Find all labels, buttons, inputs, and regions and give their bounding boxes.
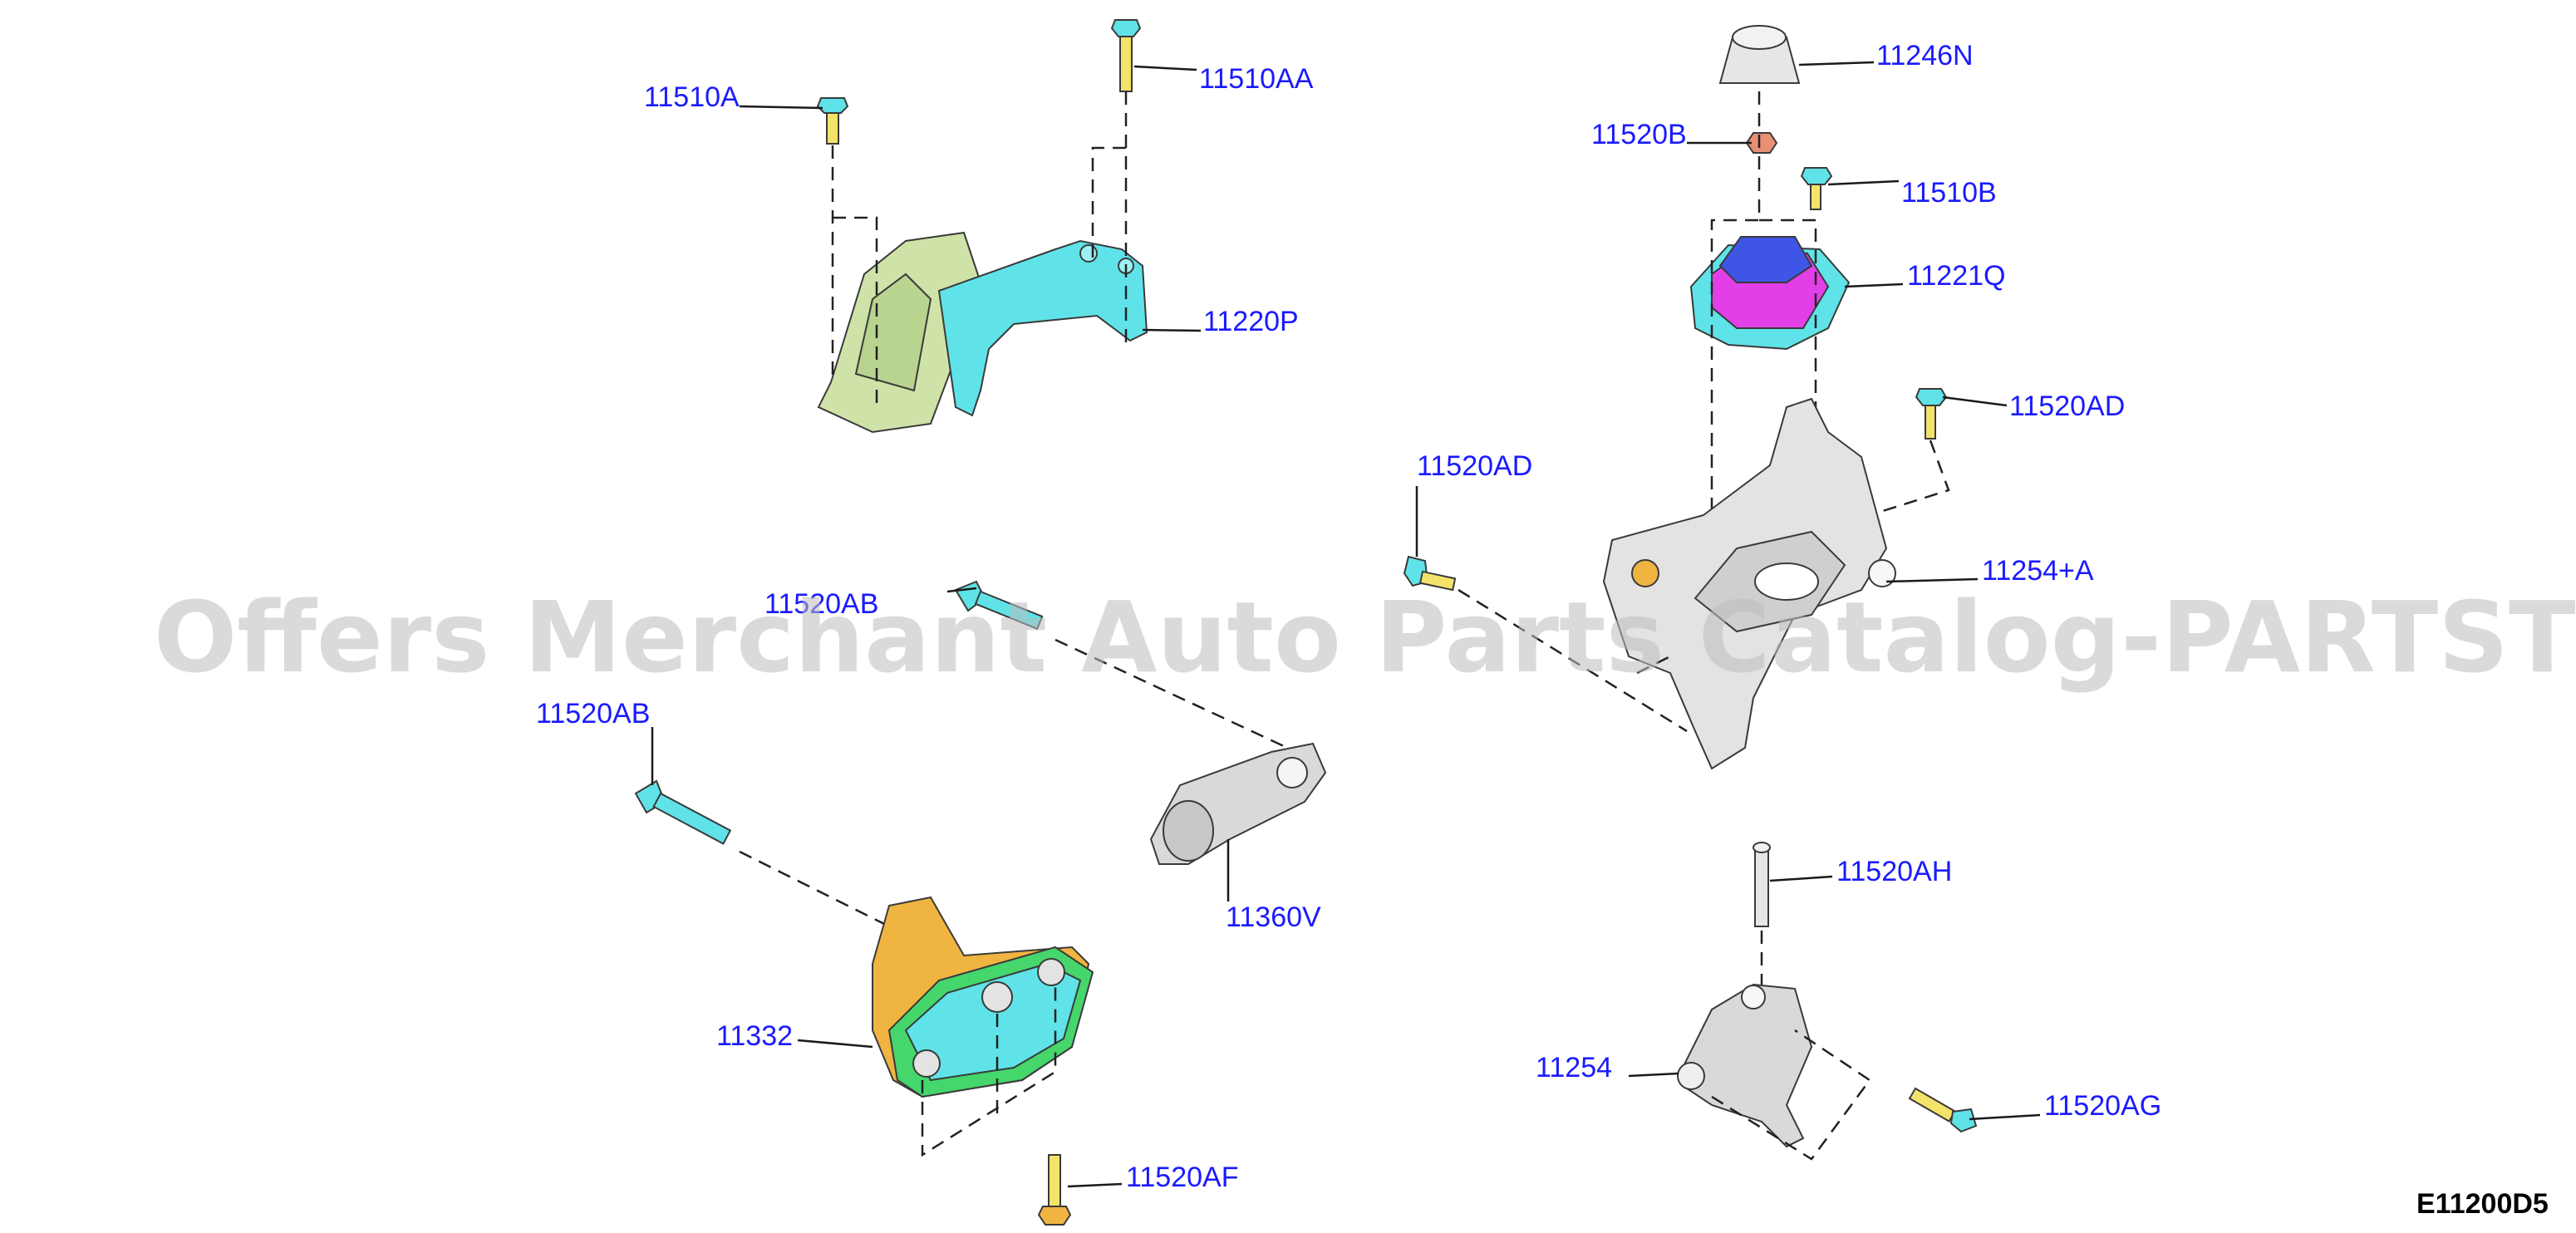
leader-dash-11221Q-b <box>1759 219 1817 515</box>
callout-11520AD-right[interactable]: 11520AD <box>2009 391 2125 422</box>
watermark-text: Offers Merchant Auto Parts Catalog-PARTS… <box>154 580 2576 695</box>
leader-dash-11520AB-upper <box>1054 638 1297 754</box>
leader-dash-bracket <box>1636 655 1671 675</box>
leader-dash-11510AA-b <box>1091 146 1126 258</box>
leader-dash-11520AD-left <box>1458 588 1688 733</box>
callout-11510AA[interactable]: 11510AA <box>1199 63 1314 95</box>
bolt-11520AG[interactable] <box>1908 1087 1978 1133</box>
mount-11221Q[interactable] <box>1689 236 1851 351</box>
callout-11221Q[interactable]: 11221Q <box>1907 260 2005 292</box>
bolt-11520AB-lower[interactable] <box>634 779 732 845</box>
callout-11360V[interactable]: 11360V <box>1226 901 1321 933</box>
callout-11520AG[interactable]: 11520AG <box>2044 1090 2161 1122</box>
bolt-11510B[interactable] <box>1800 167 1833 210</box>
bolt-11520AF[interactable] <box>1037 1154 1072 1226</box>
callout-11520AB-lower[interactable]: 11520AB <box>536 698 650 729</box>
bolt-11520AD-left[interactable] <box>1403 555 1457 592</box>
callout-11510A[interactable]: 11510A <box>644 81 740 113</box>
bolt-11510AA[interactable] <box>1110 19 1142 92</box>
callout-11254[interactable]: 11254 <box>1536 1052 1612 1083</box>
callout-11254A[interactable]: 11254+A <box>1982 555 2094 587</box>
callout-11520AF[interactable]: 11520AF <box>1126 1162 1238 1193</box>
bracket-11254A[interactable] <box>1602 397 1896 770</box>
leader-dash-11520AD-right <box>1869 440 1950 517</box>
mount-bracket-green-11220[interactable] <box>817 231 982 434</box>
bolt-11510A[interactable] <box>816 97 849 145</box>
torque-rod-11360V[interactable] <box>1149 742 1327 865</box>
stud-11520AH[interactable] <box>1753 842 1771 927</box>
bolt-11520AD-right[interactable] <box>1915 388 1948 440</box>
cap-11246N[interactable] <box>1718 25 1801 84</box>
leader-dash-11332 <box>921 980 1057 1157</box>
leader-dash-11520AB-lower <box>739 850 898 932</box>
leader-dash-11254 <box>1711 1029 1871 1161</box>
callout-11520AB-upper[interactable]: 11520AB <box>764 588 878 620</box>
callout-11520B[interactable]: 11520B <box>1591 119 1687 150</box>
mount-11332[interactable] <box>872 896 1094 1098</box>
bracket-11254[interactable] <box>1677 983 1813 1148</box>
callout-11520AD-left[interactable]: 11520AD <box>1417 450 1532 482</box>
callout-11332[interactable]: 11332 <box>716 1020 793 1052</box>
callout-11510B[interactable]: 11510B <box>1901 177 1997 209</box>
callout-11220P[interactable]: 11220P <box>1203 306 1299 337</box>
leader-dash-11221Q <box>1710 91 1761 582</box>
diagram-code: E11200D5 <box>2416 1188 2549 1220</box>
leader-dash-11510A-b <box>833 216 878 407</box>
callout-11246N[interactable]: 11246N <box>1876 40 1974 71</box>
callout-11520AH[interactable]: 11520AH <box>1836 856 1952 887</box>
